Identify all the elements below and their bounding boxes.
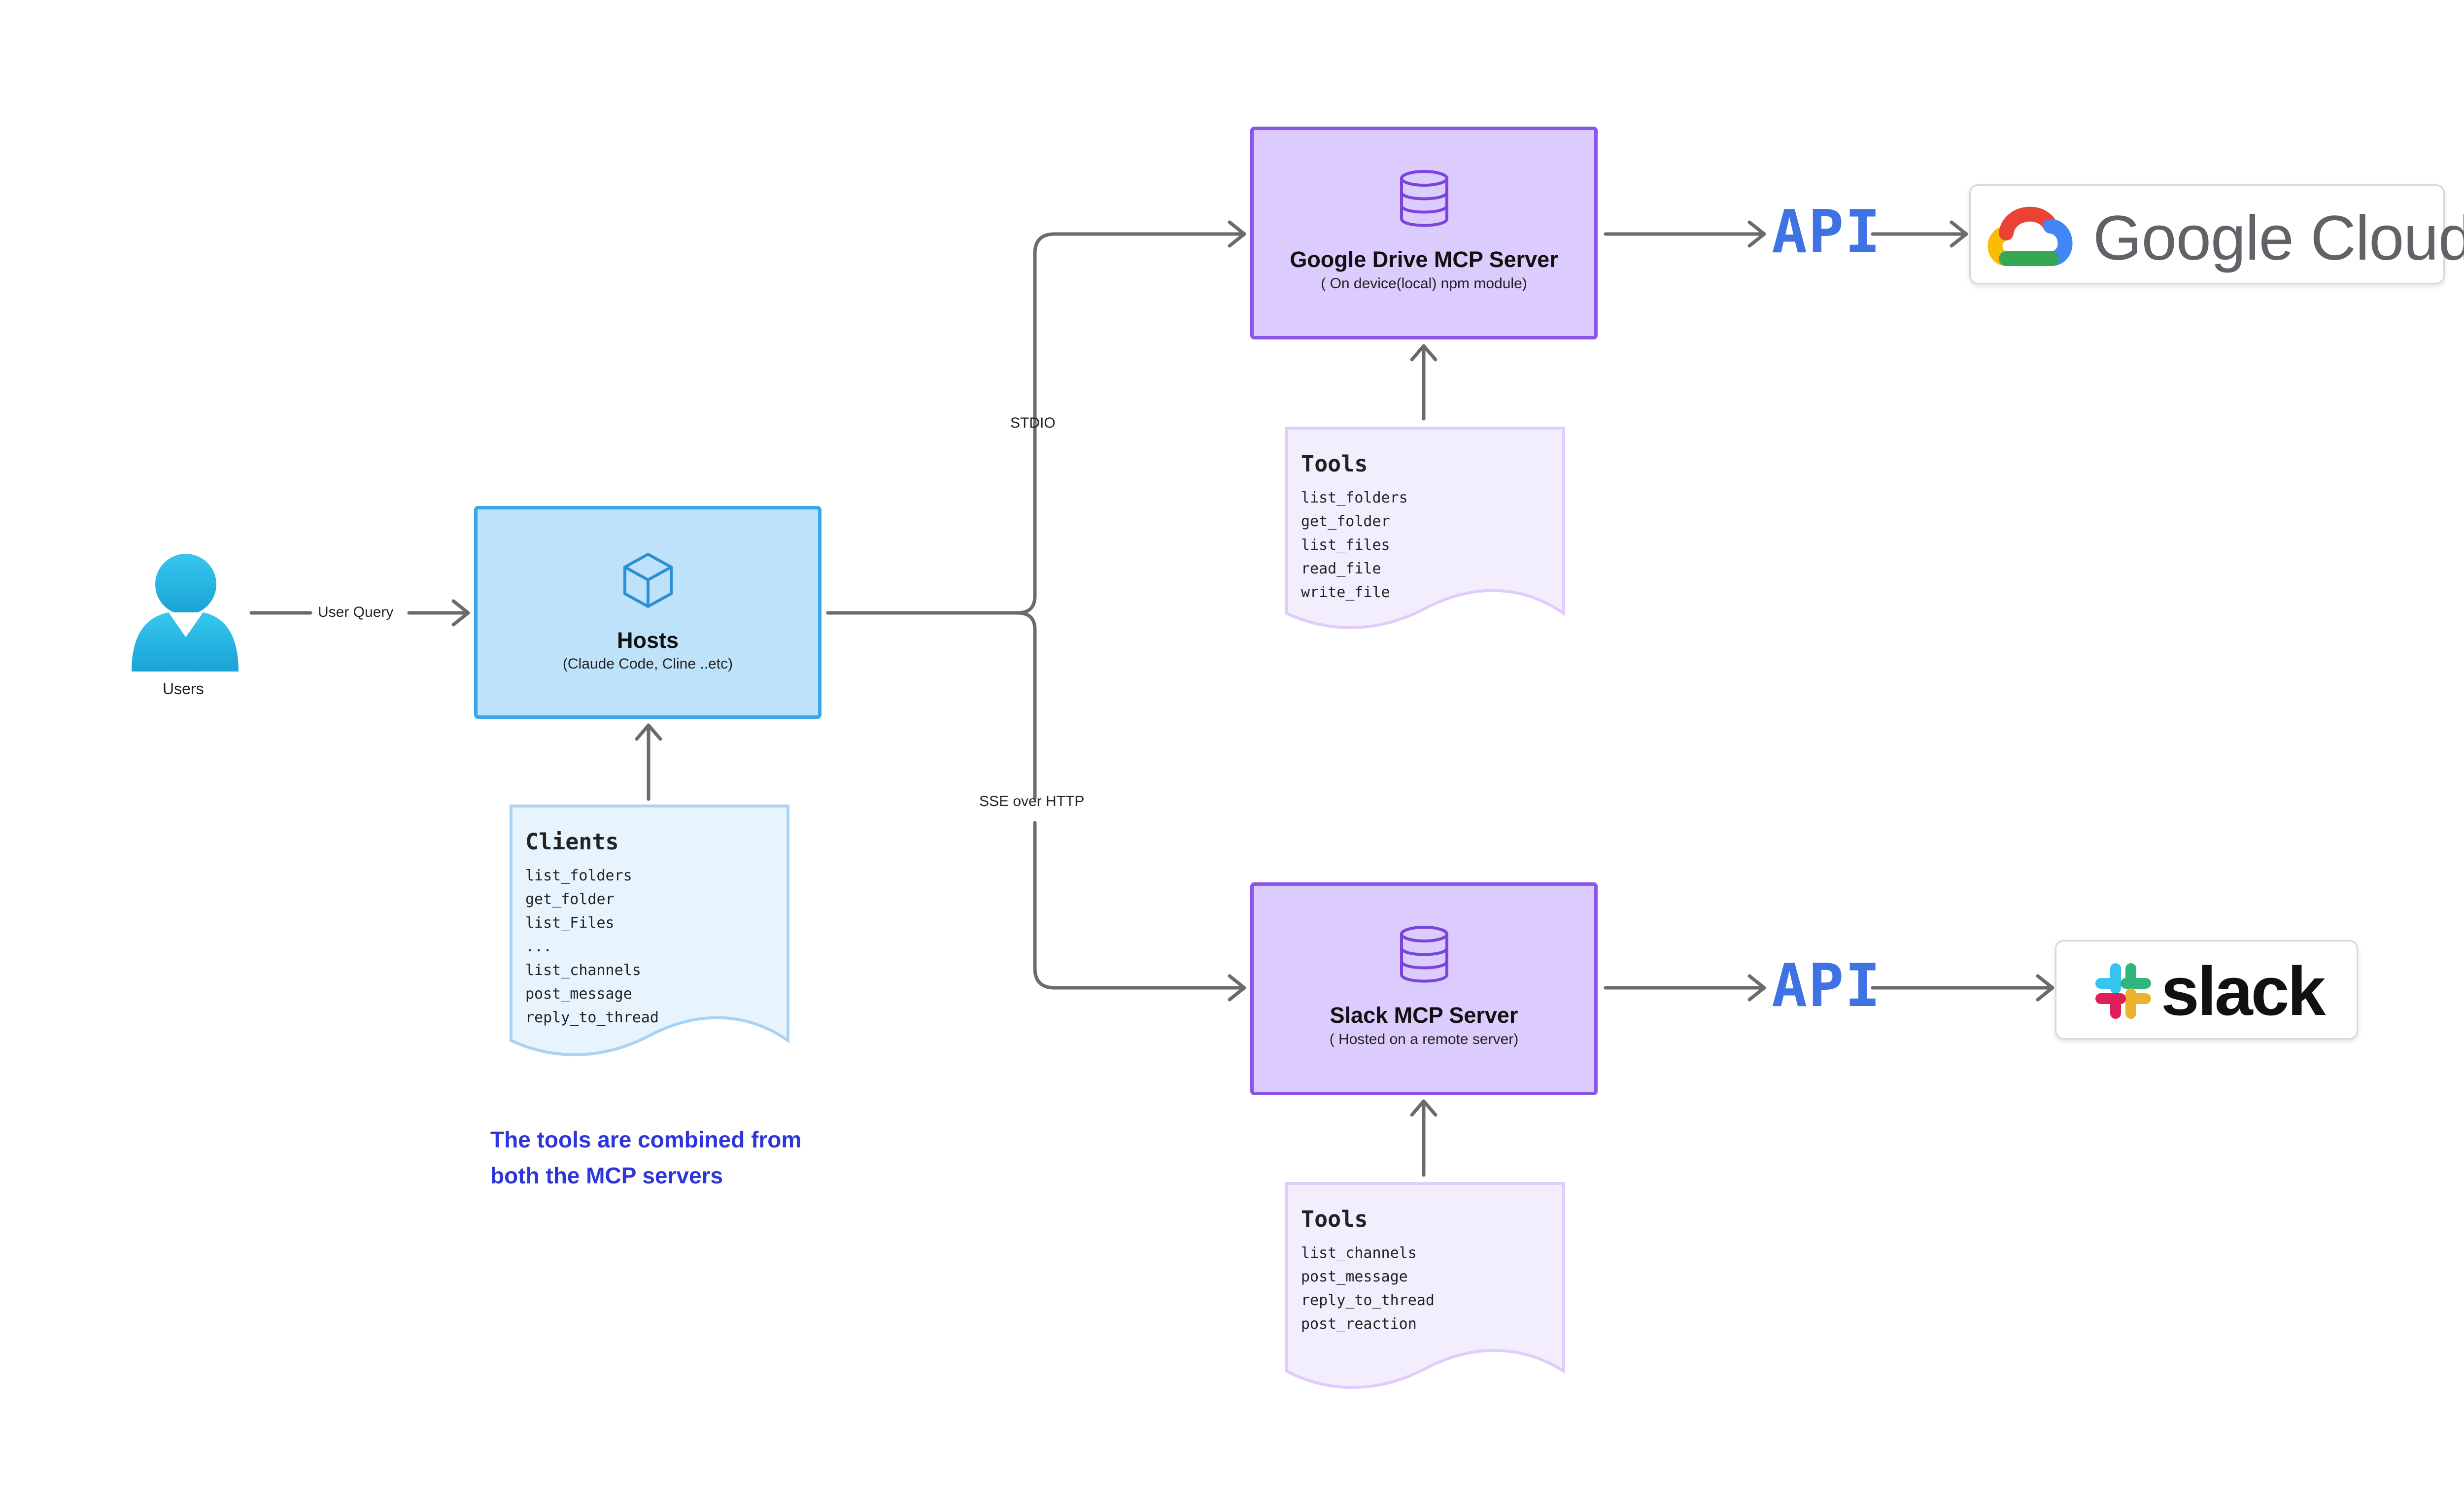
sse-branch-line-2 xyxy=(1033,821,1244,990)
list-item: read_file xyxy=(1301,560,1381,577)
list-item: list_channels xyxy=(1301,1244,1417,1262)
hosts-subtitle: (Claude Code, Cline ..etc) xyxy=(562,656,733,672)
sse-arrowhead xyxy=(1228,974,1246,1002)
sse-label: SSE over HTTP xyxy=(979,793,1085,809)
users-label: Users xyxy=(163,680,204,698)
stdio-label: STDIO xyxy=(1010,415,1056,431)
gdrive-server-subtitle: ( On device(local) npm module) xyxy=(1321,275,1527,292)
database-icon xyxy=(1400,170,1448,227)
slack-tools-title: Tools xyxy=(1301,1206,1368,1232)
user-query-label: User Query xyxy=(318,604,394,620)
list-item: list_files xyxy=(1301,537,1390,554)
slack-server-subtitle: ( Hosted on a remote server) xyxy=(1329,1031,1519,1047)
user-query-arrowhead xyxy=(451,599,470,627)
google-cloud-logo-card: Google Cloud xyxy=(1969,184,2464,284)
slack-wordmark: slack xyxy=(2161,952,2326,1030)
user-node xyxy=(129,551,240,676)
list-item: post_reaction xyxy=(1301,1315,1417,1333)
slack-mcp-server-box[interactable]: Slack MCP Server ( Hosted on a remote se… xyxy=(1250,882,1598,1095)
gdrive-server-title: Google Drive MCP Server xyxy=(1290,247,1558,272)
user-icon xyxy=(132,554,239,672)
gdrive-tools-document: Tools list_folders get_folder list_files… xyxy=(1285,426,1566,633)
hosts-box[interactable]: Hosts (Claude Code, Cline ..etc) xyxy=(474,506,821,719)
api-label-google: API xyxy=(1772,198,1882,267)
slack-icon xyxy=(2095,963,2151,1019)
clients-document: Clients list_folders get_folder list_Fil… xyxy=(509,804,790,1060)
clients-title: Clients xyxy=(525,829,619,855)
gdrive-tools-list: list_folders get_folder list_files read_… xyxy=(1301,486,1408,605)
note-line-2: both the MCP servers xyxy=(490,1163,723,1188)
document-shape xyxy=(1285,1182,1565,1389)
list-item: reply_to_thread xyxy=(1301,1292,1435,1309)
gdrive-tools-title: Tools xyxy=(1301,451,1368,477)
gcloud-arrowhead xyxy=(1950,220,1968,248)
clients-list: list_folders get_folder list_Files ... l… xyxy=(525,864,659,1030)
host-to-branch-line xyxy=(826,232,1244,615)
clients-to-host-arrowhead xyxy=(635,723,662,741)
gdrive-tools-arrowhead xyxy=(1410,344,1437,362)
stdio-arrowhead xyxy=(1228,220,1246,248)
list-item: ... xyxy=(525,938,552,955)
list-item: post_message xyxy=(1301,1268,1408,1285)
list-item: post_message xyxy=(525,985,632,1003)
database-icon xyxy=(1400,926,1448,983)
google-cloud-wordmark: Google Cloud xyxy=(2093,203,2464,273)
gdrive-api-arrowhead xyxy=(1747,220,1766,248)
cube-icon xyxy=(623,553,673,608)
combined-tools-note: The tools are combined from both the MCP… xyxy=(490,1122,801,1194)
slack-tools-arrowhead xyxy=(1410,1099,1437,1117)
slack-server-title: Slack MCP Server xyxy=(1330,1003,1518,1028)
slack-logo-arrowhead xyxy=(2036,974,2054,1002)
api-label-slack: API xyxy=(1772,952,1882,1020)
list-item: get_folder xyxy=(525,891,615,908)
google-cloud-icon xyxy=(1987,206,2073,266)
google-drive-mcp-server-box[interactable]: Google Drive MCP Server ( On device(loca… xyxy=(1250,127,1598,339)
list-item: list_channels xyxy=(525,962,641,979)
hosts-title: Hosts xyxy=(616,628,679,653)
list-item: get_folder xyxy=(1301,513,1390,530)
document-shape xyxy=(1285,427,1565,629)
note-line-1: The tools are combined from xyxy=(490,1127,802,1152)
list-item: write_file xyxy=(1301,584,1390,601)
list-item: list_folders xyxy=(1301,489,1408,506)
slack-tools-list: list_channels post_message reply_to_thre… xyxy=(1301,1242,1435,1336)
slack-tools-document: Tools list_channels post_message reply_t… xyxy=(1285,1181,1566,1393)
document-shape xyxy=(510,805,789,1056)
list-item: list_folders xyxy=(525,867,632,884)
sse-branch-line xyxy=(1016,611,1037,800)
list-item: list_Files xyxy=(525,914,615,932)
slack-api-arrowhead xyxy=(1747,974,1766,1002)
slack-logo-card: slack xyxy=(2055,940,2358,1040)
list-item: reply_to_thread xyxy=(525,1009,659,1026)
